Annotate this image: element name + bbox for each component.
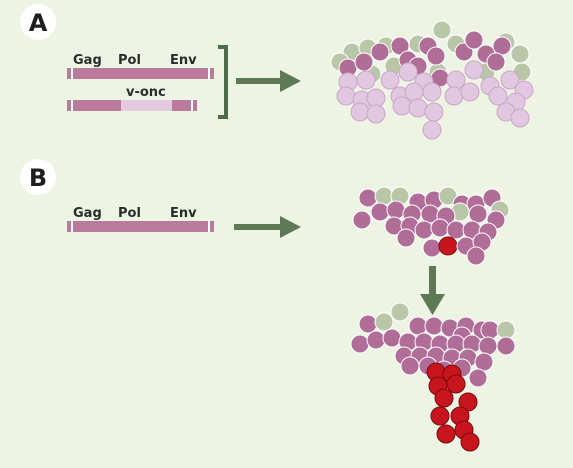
panel-a-badge: A	[20, 4, 56, 40]
cell	[380, 70, 400, 90]
cell	[336, 86, 356, 106]
cell	[404, 82, 424, 102]
cell	[396, 228, 416, 248]
cell	[408, 98, 428, 118]
cell	[392, 96, 412, 116]
cell	[370, 202, 390, 222]
cell	[374, 312, 394, 332]
panel-b-gene-gag: Gag	[73, 206, 102, 221]
cell	[400, 356, 420, 376]
panel-b-gene-env: Env	[170, 206, 197, 221]
cell	[446, 374, 466, 394]
cell	[444, 86, 464, 106]
cell	[432, 20, 452, 40]
panel-a-cell-cluster	[330, 20, 534, 140]
cell	[358, 314, 378, 334]
cell	[366, 330, 386, 350]
cell	[426, 46, 446, 66]
panel-a-letter: A	[29, 9, 48, 37]
cell	[460, 82, 480, 102]
cell	[468, 368, 488, 388]
cell	[468, 204, 488, 224]
cell	[500, 70, 520, 90]
cell	[422, 82, 442, 102]
panel-b-gene-pol: Pol	[118, 206, 141, 221]
cell	[486, 52, 506, 72]
cell	[438, 236, 458, 256]
panel-a-genome-bar	[67, 68, 214, 79]
panel-a-gene-env: Env	[170, 53, 197, 68]
cell	[496, 320, 516, 340]
cell	[446, 220, 466, 240]
panel-b-genome-bar	[67, 221, 214, 232]
cell	[408, 316, 428, 336]
cell	[398, 62, 418, 82]
cell	[488, 86, 508, 106]
panel-a-oncogene-bar	[67, 100, 197, 111]
panel-b-tumor-cell-cluster	[350, 302, 516, 452]
cell	[422, 120, 442, 140]
cell	[480, 320, 500, 340]
cell	[430, 406, 450, 426]
panel-a-gene-pol: Pol	[118, 53, 141, 68]
cell	[496, 336, 516, 356]
cell	[366, 88, 386, 108]
panel-b-early-cell-cluster	[352, 186, 510, 266]
cell	[464, 30, 484, 50]
cell	[352, 210, 372, 230]
cell	[434, 388, 454, 408]
cell	[356, 70, 376, 90]
panel-b-badge: B	[20, 159, 56, 195]
cell	[366, 104, 386, 124]
cell	[460, 432, 480, 452]
cell	[478, 336, 498, 356]
cell	[386, 200, 406, 220]
panel-b-arrow	[234, 216, 301, 238]
panel-a-oncogene-label: v-onc	[126, 85, 166, 100]
cell	[474, 352, 494, 372]
cell	[510, 44, 530, 64]
cell	[382, 328, 402, 348]
panel-a-arrow	[236, 70, 301, 92]
cell	[350, 102, 370, 122]
cell	[390, 302, 410, 322]
cell	[374, 186, 394, 206]
cell	[464, 60, 484, 80]
cell	[436, 424, 456, 444]
cell	[358, 188, 378, 208]
cell	[424, 316, 444, 336]
cell	[350, 334, 370, 354]
cell	[466, 246, 486, 266]
cell	[424, 102, 444, 122]
cell	[370, 42, 390, 62]
cell	[414, 220, 434, 240]
cell	[446, 70, 466, 90]
panel-b-letter: B	[29, 164, 47, 192]
panel-b-down-arrow	[420, 266, 445, 315]
panel-a-gene-gag: Gag	[73, 53, 102, 68]
cell	[492, 36, 512, 56]
cell	[422, 238, 442, 258]
cell	[430, 218, 450, 238]
cell	[354, 52, 374, 72]
panel-a-bracket	[218, 45, 228, 119]
cell	[510, 108, 530, 128]
